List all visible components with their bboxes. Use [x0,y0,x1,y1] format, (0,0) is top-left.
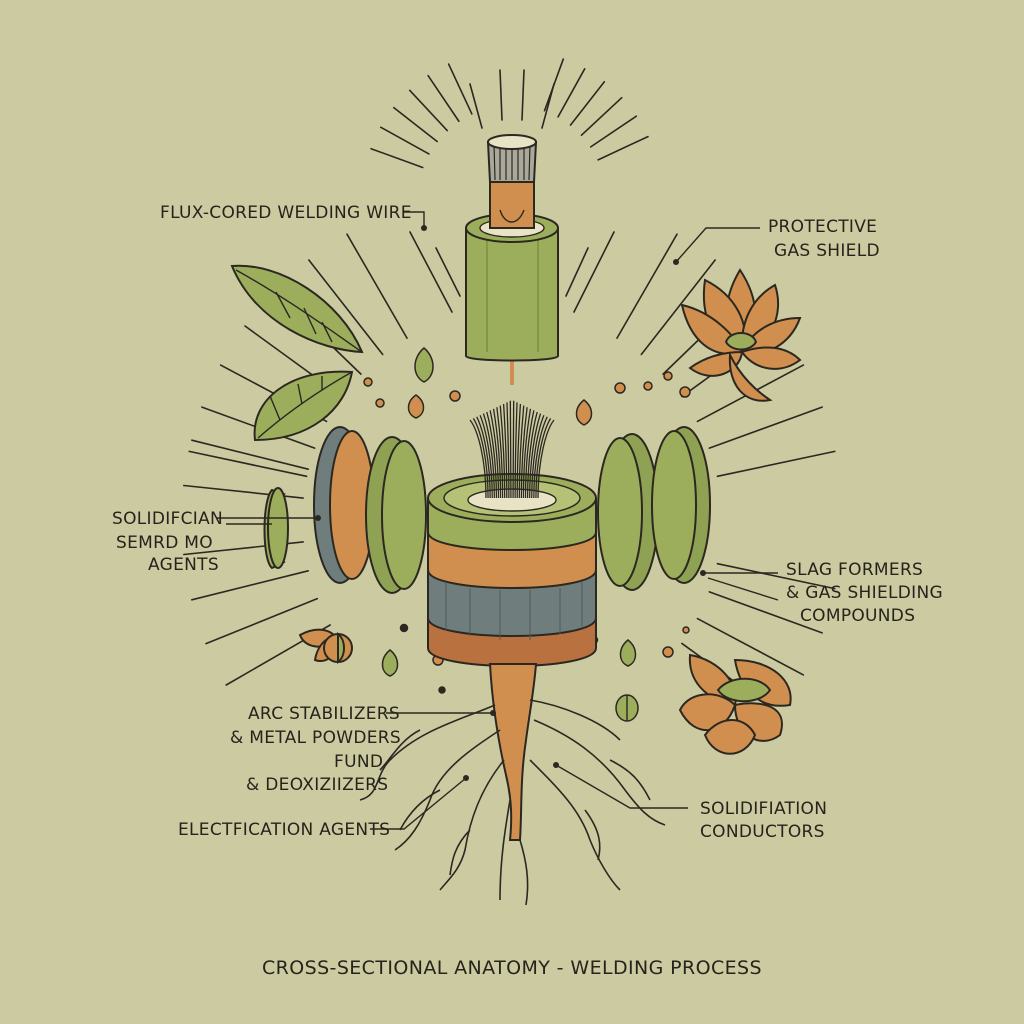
wire-fiber [492,408,502,499]
wire-fiber [499,405,506,499]
layer-disk-left-green [365,436,427,594]
ray-line [708,406,823,449]
seed-particles [363,347,691,722]
ray-line [716,562,836,590]
wire-fiber [531,414,545,499]
ray-line [409,231,453,313]
wire-fiber [489,410,500,499]
ray-line [708,591,823,634]
ray-line [565,247,589,297]
label-slag-line2: & GAS SHIELDING [786,583,943,603]
wire-fiber [537,419,555,499]
ray-line [716,450,836,478]
wire-fiber [529,413,542,499]
wire-fiber [533,416,548,499]
label-electification: ELECTFICATION AGENTS [178,820,390,840]
wire-fiber [526,411,538,499]
lotus-flower-icon [678,653,792,755]
wire-fiber [524,410,535,499]
wire-fiber [502,403,508,499]
ray-line [569,80,606,126]
ray-line [205,597,319,645]
label-gas-shield-line2: GAS SHIELD [774,241,880,261]
layer-disk-left-slate [313,426,375,584]
wire-fiber [522,408,532,499]
ray-line [427,74,460,123]
wire-fiber [535,418,552,499]
ray-line [573,231,615,313]
layer-disk-left-small [263,487,289,570]
ray-line [191,570,310,601]
layer-disk-right-outer [651,426,711,584]
wire-fiber [472,418,489,499]
ray-line [308,259,384,356]
ray-line [541,83,555,129]
ray-line [447,63,473,115]
ray-line [597,135,649,161]
label-flux-wire: FLUX-CORED WELDING WIRE [160,203,412,223]
ray-line [499,69,503,121]
ray-line [557,68,586,118]
ray-line [469,83,483,129]
ray-line [640,259,716,356]
label-solid-line3: AGENTS [148,555,219,575]
wire-fiber [479,414,493,499]
wire-fiber [506,402,510,499]
wire-fiber [482,413,495,499]
seed-icon [298,628,353,665]
label-arc-line2: & METAL POWDERS [230,728,401,748]
lotus-flower-icon [680,268,802,402]
ray-line [346,233,408,339]
root-icon [359,663,666,906]
ray-line [580,96,623,137]
callout-labels: FLUX-CORED WELDING WIRE PROTECTIVE GAS S… [112,203,943,979]
ray-line [616,233,678,339]
wire-fiber [520,407,528,499]
diagram-title: CROSS-SECTIONAL ANATOMY - WELDING PROCES… [262,957,762,979]
label-arc-line4: & DEOXIZIIZERS [246,775,388,795]
label-solid-line2: SEMRD MO [116,533,213,553]
ray-line [408,89,449,132]
layer-disk-right-green [597,433,659,591]
leaf-icon [230,264,364,354]
label-solidifiation-line1: SOLIDIFIATION [700,799,827,819]
ray-line [521,69,525,121]
flux-cored-wire-top [465,134,559,385]
cross-section-cylinder [427,400,597,667]
label-solid-line1: SOLIDIFCIAN [112,509,223,529]
wire-fiber [496,407,504,499]
wire-fiber [476,416,491,499]
ray-line [370,147,424,169]
label-gas-shield-line1: PROTECTIVE [768,217,877,237]
wire-fiber [518,405,525,499]
label-arc-line1: ARC STABILIZERS [248,704,400,724]
wire-fiber [469,419,487,499]
wire-fiber [486,411,498,499]
leaf-icon [253,370,354,442]
label-arc-line3: FUND [334,752,383,772]
label-solidifiation-line2: CONDUCTORS [700,822,825,842]
label-slag-line1: SLAG FORMERS [786,560,923,580]
ray-line [589,115,638,148]
ray-line [380,126,430,155]
ray-line [188,450,308,478]
wire-fiber [509,400,512,499]
leader-lines [216,211,779,830]
label-slag-line3: COMPOUNDS [800,606,915,626]
ray-line [696,617,805,676]
wire-fiber [514,402,518,499]
ray-line [435,247,461,297]
wire-fiber [516,403,522,499]
ray-line [183,484,304,499]
ray-line [191,439,310,470]
ray-line [392,106,438,143]
wire-fiber [512,400,515,499]
